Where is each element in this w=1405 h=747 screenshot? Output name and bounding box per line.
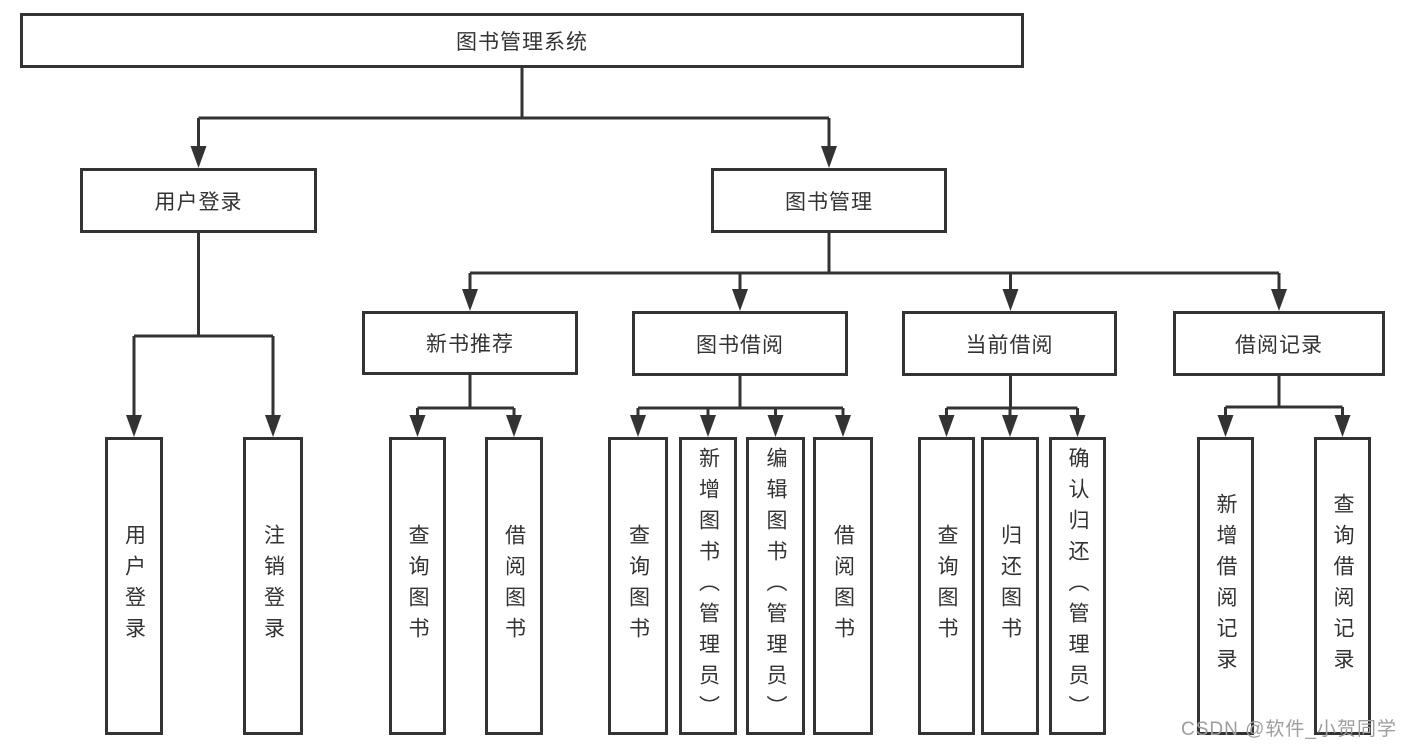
node-leaf-records-query-record: 查询借阅记录 bbox=[1314, 437, 1371, 735]
node-leaf-current-confirm-return-admin: 确认归还（管理员） bbox=[1049, 437, 1106, 735]
arrowhead bbox=[821, 146, 837, 168]
arrowhead bbox=[1069, 415, 1086, 437]
node-borrow-records: 借阅记录 bbox=[1173, 311, 1385, 376]
node-user-login: 用户登录 bbox=[80, 168, 317, 233]
csdn-watermark: CSDN @软件_小贺同学 bbox=[1181, 719, 1397, 740]
arrowhead bbox=[1334, 415, 1351, 437]
node-root-library-system: 图书管理系统 bbox=[20, 13, 1024, 68]
arrowhead bbox=[767, 415, 784, 437]
arrowhead bbox=[938, 415, 955, 437]
node-leaf-newbooks-borrow-books: 借阅图书 bbox=[485, 437, 543, 735]
arrowhead bbox=[462, 289, 478, 311]
node-book-management: 图书管理 bbox=[711, 168, 947, 233]
node-new-book-recommend: 新书推荐 bbox=[362, 311, 578, 375]
node-leaf-current-return-books: 归还图书 bbox=[981, 437, 1039, 735]
node-leaf-borrow-edit-books-admin: 编辑图书（管理员） bbox=[746, 437, 805, 735]
node-leaf-borrow-query-books: 查询图书 bbox=[608, 437, 668, 735]
node-leaf-user-login: 用户登录 bbox=[105, 437, 163, 735]
arrowhead bbox=[835, 415, 851, 437]
node-current-borrow: 当前借阅 bbox=[902, 311, 1117, 376]
arrowhead bbox=[1217, 415, 1234, 437]
node-leaf-records-add-record: 新增借阅记录 bbox=[1197, 437, 1254, 735]
arrowhead bbox=[190, 146, 207, 168]
node-leaf-borrow-borrow-books: 借阅图书 bbox=[813, 437, 873, 735]
node-leaf-newbooks-query-books: 查询图书 bbox=[389, 437, 446, 735]
node-leaf-borrow-add-books-admin: 新增图书（管理员） bbox=[679, 437, 737, 735]
arrowhead bbox=[1002, 289, 1019, 311]
arrowhead bbox=[1271, 289, 1287, 311]
arrowhead bbox=[700, 415, 716, 437]
arrowhead bbox=[1002, 415, 1018, 437]
arrowhead bbox=[630, 415, 646, 437]
arrowhead bbox=[506, 415, 522, 437]
node-leaf-current-query-books: 查询图书 bbox=[918, 437, 975, 735]
node-book-borrow: 图书借阅 bbox=[632, 311, 848, 376]
arrowhead bbox=[126, 415, 142, 437]
node-leaf-logout: 注销登录 bbox=[243, 437, 303, 735]
arrowhead bbox=[732, 289, 748, 311]
arrowhead bbox=[265, 415, 281, 437]
arrowhead bbox=[409, 415, 426, 437]
